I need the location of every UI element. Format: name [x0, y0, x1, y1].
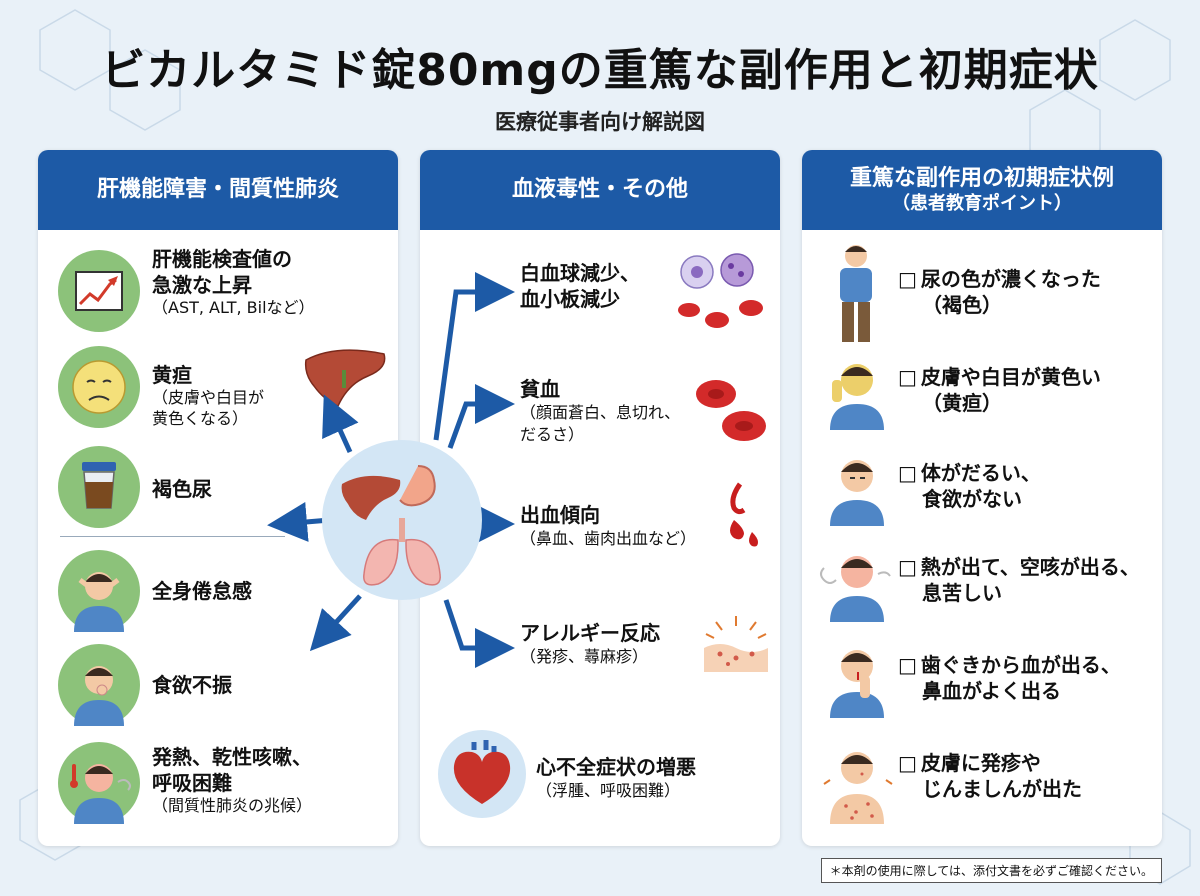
tired-person-icon — [830, 460, 884, 526]
item-label: 皮膚や白目が黄色い — [920, 365, 1101, 389]
item-note: （鼻血、歯肉出血など） — [520, 529, 697, 549]
item-note: （間質性肺炎の兆候） — [152, 796, 313, 815]
panel-heading: 血液毒性・その他 — [420, 150, 780, 230]
item-label: 貧血 — [520, 377, 560, 401]
skin-rash-icon — [704, 616, 768, 672]
checkbox-icon: □ — [898, 461, 917, 485]
item-anemia: 貧血 （顔面蒼白、息切れ、 だるさ） — [520, 376, 680, 445]
standing-person-icon — [840, 245, 872, 342]
item-note: 食欲がない — [922, 487, 1022, 512]
checkbox-icon: □ — [898, 653, 917, 677]
panel-heading: 肝機能障害・間質性肺炎 — [38, 150, 398, 230]
item-label: 心不全症状の増悪 — [536, 755, 696, 779]
checkbox-icon: □ — [898, 555, 917, 579]
checklist-item-fatigue: □体がだるい、 食欲がない — [898, 460, 1041, 513]
item-label: 発熱、乾性咳嗽、 — [152, 745, 312, 769]
tired-person-icon — [58, 550, 140, 632]
item-label: 食欲不振 — [152, 673, 232, 697]
panel-heading-text: 血液毒性・その他 — [511, 177, 688, 203]
checklist-item-cough: □熱が出て、空咳が出る、 息苦しい — [898, 554, 1140, 607]
item-label: 熱が出て、空咳が出る、 — [920, 555, 1140, 579]
sad-face-icon — [58, 346, 140, 428]
item-fatigue: 全身倦怠感 — [152, 578, 252, 604]
item-interstitial-pneumonia: 発熱、乾性咳嗽、 呼吸困難 （間質性肺炎の兆候） — [152, 744, 312, 817]
panel-blood-other: 血液毒性・その他 白血球減少、 血小板減少 貧血 （顔面蒼白、息切れ、 だるさ）… — [420, 150, 780, 846]
item-label: 白血球減少、 — [520, 261, 640, 285]
item-label: 歯ぐきから血が出る、 — [920, 653, 1121, 677]
section-divider — [60, 536, 285, 537]
item-jaundice: 黄疸 （皮膚や白目が 黄色くなる） — [152, 362, 264, 430]
item-note: （発疹、蕁麻疹） — [520, 647, 649, 667]
blood-cells-icon — [678, 253, 763, 328]
item-label: 褐色尿 — [152, 477, 212, 501]
item-label: 体がだるい、 — [920, 461, 1041, 485]
fever-cough-person-icon — [58, 742, 140, 824]
checkbox-icon: □ — [898, 365, 917, 389]
item-note: （顔面蒼白、息切れ、 — [520, 403, 681, 423]
checklist-item-jaundice: □皮膚や白目が黄色い （黄疸） — [898, 364, 1101, 417]
checklist-item-bleeding: □歯ぐきから血が出る、 鼻血がよく出る — [898, 652, 1121, 705]
cough-person-icon — [820, 556, 891, 622]
item-note: 鼻血がよく出る — [922, 679, 1061, 704]
urine-cup-icon — [58, 446, 140, 528]
item-note: だるさ） — [520, 424, 585, 444]
no-appetite-person-icon — [58, 644, 140, 726]
panel-heading-text: 重篤な副作用の初期症状例 — [849, 166, 1114, 191]
item-liver-function: 肝機能検査値の 急激な上昇 （AST, ALT, Bilなど） — [152, 246, 315, 319]
item-note: 息苦しい — [922, 581, 1002, 606]
item-brown-urine: 褐色尿 — [152, 476, 212, 502]
item-note: （AST, ALT, Bilなど） — [152, 298, 315, 317]
item-label: 全身倦怠感 — [152, 579, 252, 603]
checkbox-icon: □ — [898, 267, 917, 291]
item-label: 肝機能検査値の — [152, 247, 292, 271]
checkbox-icon: □ — [898, 751, 917, 775]
item-note: （黄疸） — [922, 391, 1002, 416]
panel-heading: 重篤な副作用の初期症状例 （患者教育ポイント） — [802, 150, 1162, 230]
item-note: （浮腫、呼吸困難） — [536, 781, 681, 801]
liver-icon — [304, 349, 386, 407]
item-leukopenia: 白血球減少、 血小板減少 — [520, 260, 640, 313]
hand-on-cheek-person-icon — [830, 364, 884, 430]
rash-person-icon — [823, 752, 893, 824]
heart-icon-bg — [438, 730, 526, 818]
item-note: （皮膚や白目が — [152, 388, 265, 407]
item-label: 出血傾向 — [520, 503, 600, 527]
item-label: 急激な上昇 — [152, 273, 252, 297]
item-note: （褐色） — [922, 293, 1002, 318]
red-blood-cells-icon — [696, 380, 766, 441]
footnote: ＊本剤の使用に際しては、添付文書を必ずご確認ください。 — [820, 858, 1162, 883]
panel-heading-text: 肝機能障害・間質性肺炎 — [96, 177, 339, 203]
item-label: 呼吸困難 — [152, 771, 232, 795]
organ-hub — [322, 440, 482, 600]
item-heart-failure: 心不全症状の増悪 （浮腫、呼吸困難） — [536, 754, 696, 802]
checklist-item-urine: □尿の色が濃くなった （褐色） — [898, 266, 1101, 319]
checklist-item-rash: □皮膚に発疹や じんましんが出た — [898, 750, 1082, 803]
panel-heading-sub: （患者教育ポイント） — [892, 192, 1072, 214]
page-subtitle: 医療従事者向け解説図 — [495, 110, 705, 134]
panel-patient-education: 重篤な副作用の初期症状例 （患者教育ポイント） □尿の色が濃くなった （褐色） … — [802, 150, 1162, 846]
item-label: 尿の色が濃くなった — [920, 267, 1101, 291]
organs-icon — [341, 465, 441, 586]
page-title: ビカルタミド錠80mgの重篤な副作用と初期症状 — [101, 45, 1099, 96]
item-label: 皮膚に発疹や — [920, 751, 1041, 775]
item-label: 黄疸 — [152, 363, 192, 387]
line-chart-icon — [58, 250, 140, 332]
blood-drop-icon — [730, 482, 758, 547]
nosebleed-person-icon — [830, 650, 884, 718]
item-label: アレルギー反応 — [520, 621, 660, 645]
item-note: 黄色くなる） — [152, 408, 249, 428]
item-note: じんましんが出た — [922, 777, 1082, 802]
heart-icon — [453, 740, 511, 804]
item-appetite-loss: 食欲不振 — [152, 672, 232, 698]
item-label: 血小板減少 — [520, 287, 620, 312]
item-allergy: アレルギー反応 （発疹、蕁麻疹） — [520, 620, 660, 668]
item-bleeding: 出血傾向 （鼻血、歯肉出血など） — [520, 502, 696, 550]
